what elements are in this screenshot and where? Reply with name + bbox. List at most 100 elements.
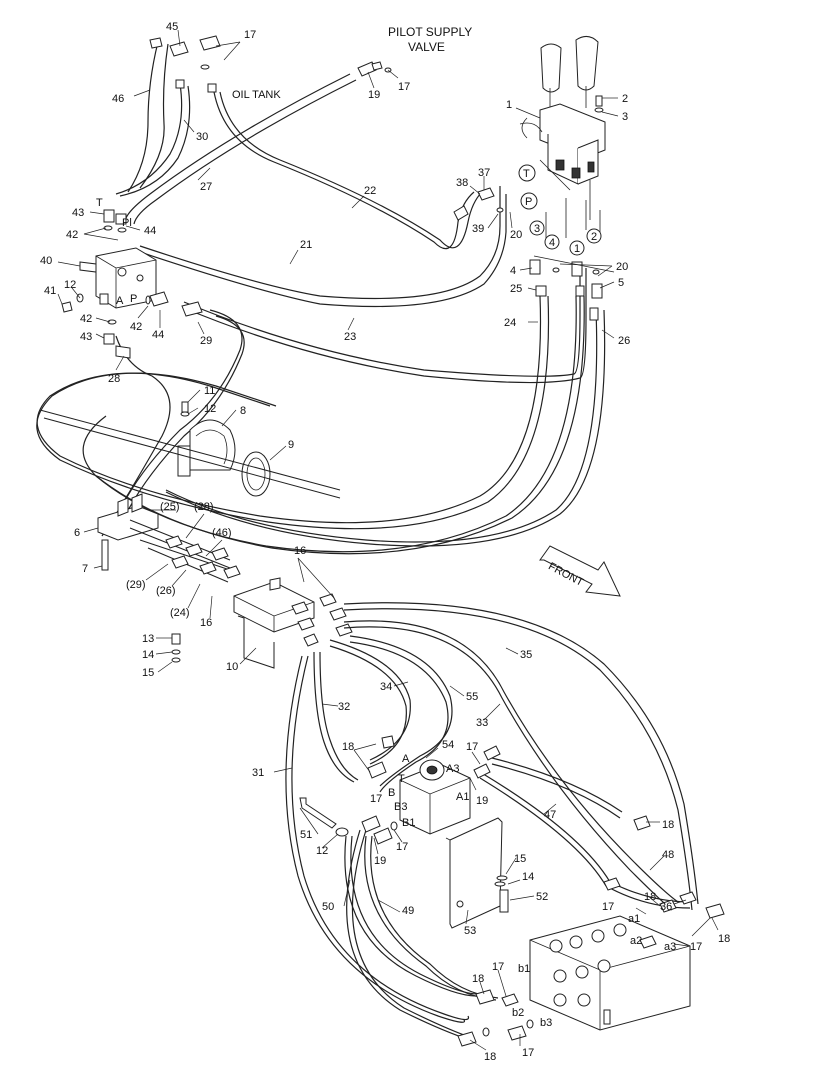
callout-14: 14 xyxy=(142,649,154,661)
callout-17: 17 xyxy=(690,941,702,953)
callout-14: 14 xyxy=(522,871,534,883)
svg-text:A: A xyxy=(402,753,410,765)
bracket-8 xyxy=(177,401,236,477)
bolt-2 xyxy=(594,95,619,117)
front-arrow: FRONT xyxy=(539,545,621,597)
callout-53: 53 xyxy=(464,925,476,937)
callout-17: 17 xyxy=(466,741,478,753)
callout-20: 20 xyxy=(510,229,522,241)
svg-text:P: P xyxy=(130,293,137,305)
callout-35: 35 xyxy=(520,649,532,661)
callout-52: 52 xyxy=(536,891,548,903)
port-labels: T Pl A P A A3 T B A1 B3 B1 a1 a2 a3 b1 b… xyxy=(96,197,676,1029)
callout-46-ref: (46) xyxy=(212,527,232,539)
callout-25-ref: (25) xyxy=(160,501,180,513)
callout-50: 50 xyxy=(322,901,334,913)
callout-17: 17 xyxy=(522,1047,534,1059)
callout-25: 25 xyxy=(510,283,522,295)
callout-26-ref: (26) xyxy=(156,585,176,597)
callout-38: 38 xyxy=(456,177,468,189)
main-control-valve xyxy=(529,815,725,1031)
callout-labels: 45 17 46 30 19 17 1 2 3 27 22 37 38 39 2… xyxy=(40,21,730,1063)
callout-18: 18 xyxy=(662,819,674,831)
callout-16: 16 xyxy=(200,617,212,629)
callout-22: 22 xyxy=(364,185,376,197)
oil-tank-label: OIL TANK xyxy=(232,89,281,101)
title-line2: VALVE xyxy=(408,40,445,54)
callout-17: 17 xyxy=(602,901,614,913)
callout-47: 47 xyxy=(544,809,556,821)
svg-text:T: T xyxy=(398,773,405,785)
callout-6: 6 xyxy=(74,527,80,539)
svg-text:A: A xyxy=(116,295,124,307)
svg-text:a2: a2 xyxy=(630,935,642,947)
svg-text:T: T xyxy=(523,168,530,180)
callout-54: 54 xyxy=(442,739,454,751)
svg-text:2: 2 xyxy=(591,231,597,243)
leader-lines xyxy=(57,29,719,1051)
callout-19: 19 xyxy=(476,795,488,807)
callout-40: 40 xyxy=(40,255,52,267)
callout-12: 12 xyxy=(204,403,216,415)
callout-39: 39 xyxy=(472,223,484,235)
callout-24-ref: (24) xyxy=(170,607,190,619)
callout-30: 30 xyxy=(196,131,208,143)
callout-17: 17 xyxy=(244,29,256,41)
callout-28-ref: (28) xyxy=(194,501,214,513)
callout-34: 34 xyxy=(380,681,392,693)
bracket-53 xyxy=(445,817,509,929)
port-markers: T P 3 4 1 2 xyxy=(518,164,602,256)
callout-42: 42 xyxy=(80,313,92,325)
svg-text:a1: a1 xyxy=(628,913,640,925)
callout-49: 49 xyxy=(402,905,414,917)
callout-8: 8 xyxy=(240,405,246,417)
hose-bundle xyxy=(39,409,341,499)
callout-20: 20 xyxy=(616,261,628,273)
svg-text:Pl: Pl xyxy=(122,217,132,229)
fitting-19-top xyxy=(357,61,392,77)
callout-9: 9 xyxy=(288,439,294,451)
svg-text:T: T xyxy=(96,197,103,209)
callout-17: 17 xyxy=(398,81,410,93)
callout-33: 33 xyxy=(476,717,488,729)
callout-3: 3 xyxy=(622,111,628,123)
callout-19: 19 xyxy=(368,89,380,101)
callout-15: 15 xyxy=(514,853,526,865)
pilot-port-fittings xyxy=(453,187,615,321)
callout-27: 27 xyxy=(200,181,212,193)
callout-5: 5 xyxy=(618,277,624,289)
callout-31: 31 xyxy=(252,767,264,779)
callout-36: 36 xyxy=(660,901,672,913)
svg-text:a3: a3 xyxy=(664,941,676,953)
callout-42: 42 xyxy=(66,229,78,241)
svg-text:A1: A1 xyxy=(456,791,469,803)
callout-28: 28 xyxy=(108,373,120,385)
callout-12: 12 xyxy=(64,279,76,291)
callout-17: 17 xyxy=(370,793,382,805)
callout-32: 32 xyxy=(338,701,350,713)
valve-block-40 xyxy=(61,209,169,345)
svg-text:A3: A3 xyxy=(446,763,459,775)
svg-text:b3: b3 xyxy=(540,1017,552,1029)
pilot-supply-valve xyxy=(519,36,606,220)
callout-18: 18 xyxy=(484,1051,496,1063)
svg-text:b2: b2 xyxy=(512,1007,524,1019)
callout-23: 23 xyxy=(344,331,356,343)
callout-46: 46 xyxy=(112,93,124,105)
svg-text:1: 1 xyxy=(574,243,580,255)
callout-11: 11 xyxy=(204,385,215,397)
callout-18: 18 xyxy=(718,933,730,945)
callout-24: 24 xyxy=(504,317,516,329)
fitting-28 xyxy=(115,345,131,359)
callout-16: 16 xyxy=(294,545,306,557)
callout-18: 18 xyxy=(644,891,656,903)
callout-2: 2 xyxy=(622,93,628,105)
svg-text:3: 3 xyxy=(534,223,540,235)
callout-29-ref: (29) xyxy=(126,579,146,591)
callout-55: 55 xyxy=(466,691,478,703)
manifold-10 xyxy=(171,577,353,669)
svg-text:B3: B3 xyxy=(394,801,407,813)
callout-42: 42 xyxy=(130,321,142,333)
svg-text:P: P xyxy=(525,196,532,208)
svg-text:b1: b1 xyxy=(518,963,530,975)
